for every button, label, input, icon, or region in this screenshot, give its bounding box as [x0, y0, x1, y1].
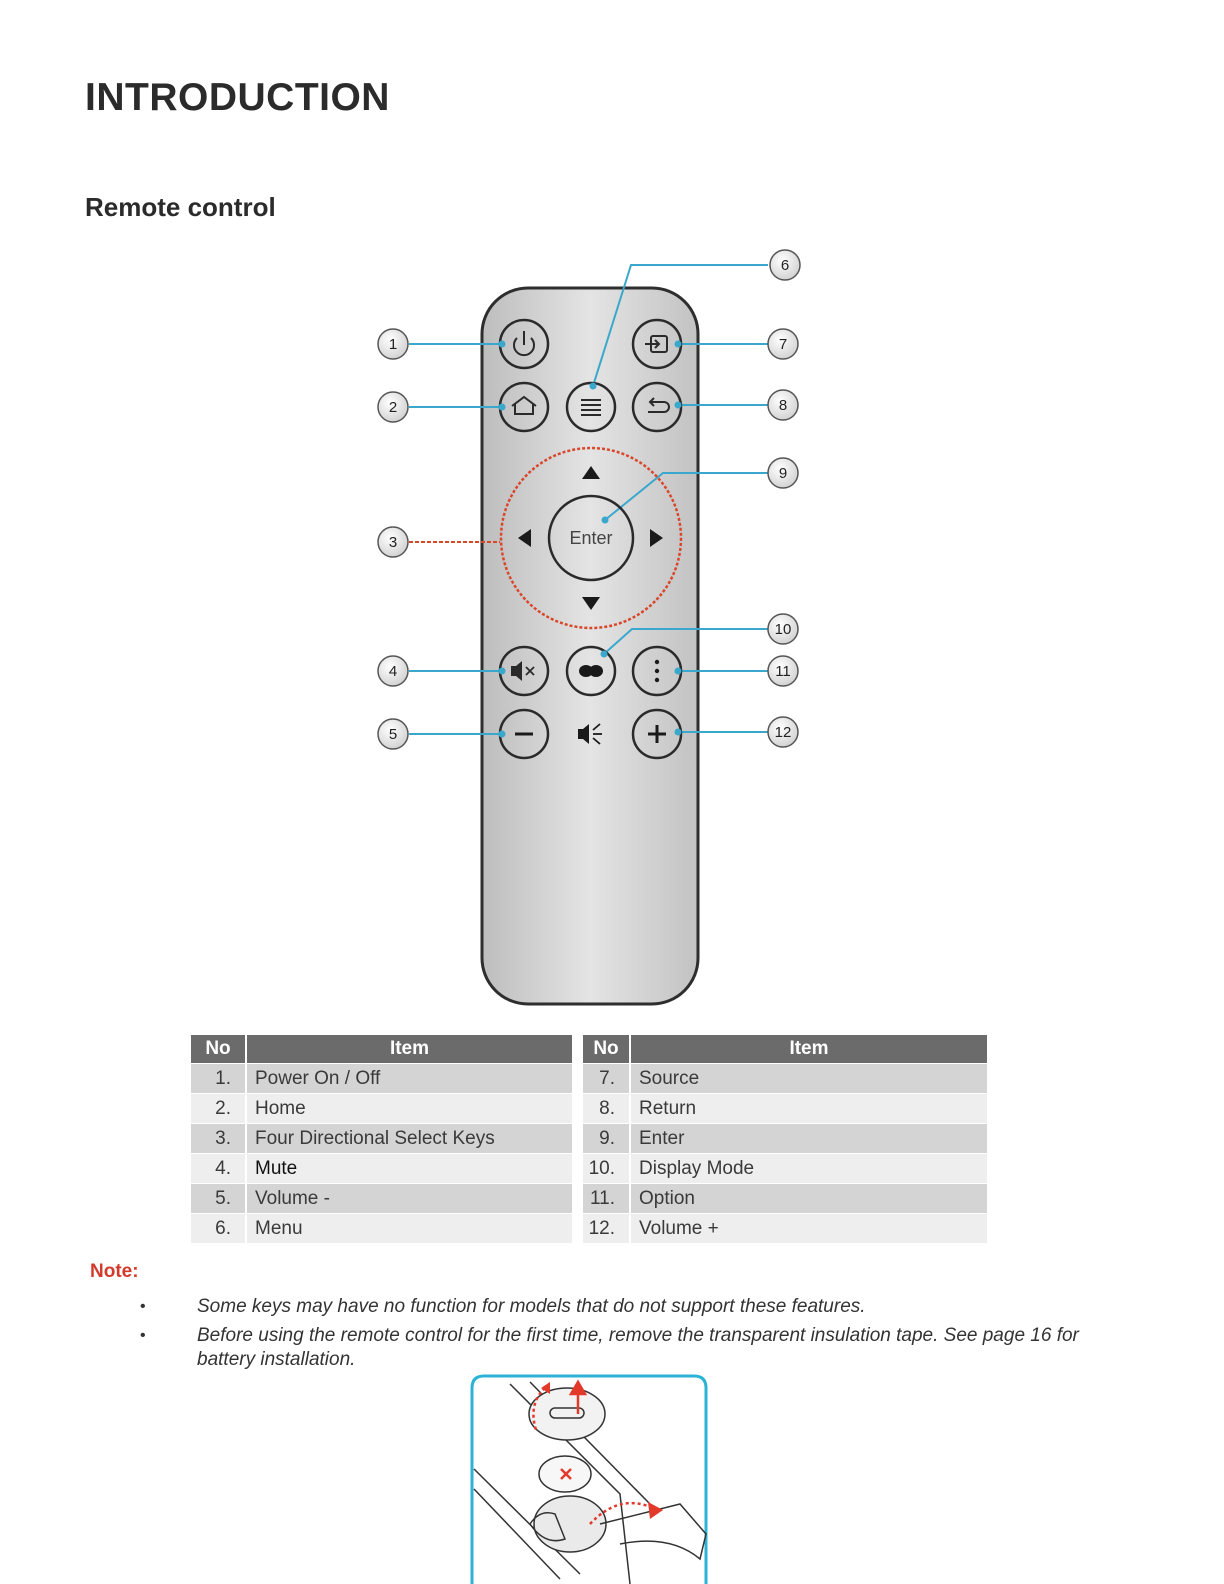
row-no: 11.	[583, 1184, 629, 1213]
svg-text:5: 5	[389, 726, 397, 743]
dpad-highlight-ring	[499, 446, 683, 630]
note-item: Before using the remote control for the …	[197, 1325, 1079, 1370]
row-item: Enter	[629, 1124, 987, 1153]
callout-lines	[409, 264, 768, 735]
table-row: 4.Mute	[191, 1154, 572, 1183]
key-table-left: No Item 1.Power On / Off 2.Home 3.Four D…	[191, 1034, 572, 1244]
home-icon	[511, 395, 537, 415]
callout-11: 11	[767, 655, 799, 687]
svg-text:8: 8	[779, 397, 787, 414]
table-row: 10.Display Mode	[583, 1154, 987, 1183]
enter-label: Enter	[569, 528, 612, 548]
arrow-left-icon	[518, 529, 531, 547]
row-item: Power On / Off	[245, 1064, 572, 1093]
subsection-title: Remote control	[85, 192, 276, 222]
section-title: INTRODUCTION	[85, 76, 390, 119]
callout-10: 10	[767, 613, 799, 645]
callout-5: 5	[377, 718, 409, 750]
plus-icon	[648, 725, 666, 743]
return-button	[631, 381, 683, 433]
display-mode-button	[565, 645, 617, 697]
svg-text:12: 12	[775, 724, 792, 741]
row-no: 8.	[583, 1094, 629, 1123]
svg-text:7: 7	[779, 336, 787, 353]
table-row: 7.Source	[583, 1064, 987, 1093]
row-no: 10.	[583, 1154, 629, 1183]
row-item: Volume -	[245, 1184, 572, 1213]
row-item: Volume +	[629, 1214, 987, 1243]
note-item: Some keys may have no function for model…	[197, 1296, 866, 1317]
row-no: 2.	[191, 1094, 245, 1123]
remote-control-figure: Enter 1 2 3 4	[377, 249, 801, 1006]
enter-button	[547, 494, 635, 582]
callout-1: 1	[377, 328, 409, 360]
source-icon	[645, 335, 668, 353]
return-icon	[648, 397, 670, 413]
volume-up-button	[631, 708, 683, 760]
row-item: Mute	[245, 1154, 572, 1183]
callout-9: 9	[767, 457, 799, 489]
mute-icon	[511, 661, 535, 681]
callout-2: 2	[377, 391, 409, 423]
table-row: 1.Power On / Off	[191, 1064, 572, 1093]
header-no: No	[191, 1035, 245, 1063]
bullet: •	[140, 1298, 146, 1315]
row-no: 6.	[191, 1214, 245, 1243]
row-no: 1.	[191, 1064, 245, 1093]
bullet: •	[140, 1327, 146, 1344]
table-row: 11.Option	[583, 1184, 987, 1213]
row-no: 12.	[583, 1214, 629, 1243]
table-row: 6.Menu	[191, 1214, 572, 1243]
callout-7: 7	[767, 328, 799, 360]
table-row: 12.Volume +	[583, 1214, 987, 1243]
menu-icon	[581, 399, 601, 416]
row-item: Menu	[245, 1214, 572, 1243]
header-item: Item	[629, 1035, 987, 1063]
header-no: No	[583, 1035, 629, 1063]
speaker-icon	[578, 723, 602, 745]
power-icon	[513, 331, 535, 357]
row-no: 9.	[583, 1124, 629, 1153]
arrow-down-icon	[582, 597, 600, 610]
svg-text:4: 4	[389, 663, 397, 680]
table-row: 9.Enter	[583, 1124, 987, 1153]
callout-4: 4	[377, 655, 409, 687]
arrow-up-icon	[582, 466, 600, 479]
row-item: Return	[629, 1094, 987, 1123]
table-row: 3.Four Directional Select Keys	[191, 1124, 572, 1153]
callout-8: 8	[767, 389, 799, 421]
row-no: 5.	[191, 1184, 245, 1213]
header-item: Item	[245, 1035, 572, 1063]
svg-text:3: 3	[389, 534, 397, 551]
row-no: 3.	[191, 1124, 245, 1153]
callout-12: 12	[767, 716, 799, 748]
svg-text:10: 10	[775, 621, 792, 638]
row-item: Home	[245, 1094, 572, 1123]
svg-text:6: 6	[781, 257, 789, 274]
row-item: Option	[629, 1184, 987, 1213]
battery-installation-figure	[470, 1374, 708, 1584]
table-row: 8.Return	[583, 1094, 987, 1123]
row-item: Display Mode	[629, 1154, 987, 1183]
note-label: Note:	[90, 1261, 139, 1282]
menu-button	[565, 381, 617, 433]
row-no: 7.	[583, 1064, 629, 1093]
svg-text:11: 11	[775, 663, 791, 680]
option-icon	[654, 659, 660, 683]
arrow-right-icon	[650, 529, 663, 547]
row-item: Source	[629, 1064, 987, 1093]
key-table-right: No Item 7.Source 8.Return 9.Enter 10.Dis…	[583, 1034, 987, 1244]
svg-text:2: 2	[389, 399, 397, 416]
display-mode-icon	[579, 665, 603, 677]
row-no: 4.	[191, 1154, 245, 1183]
callout-3: 3	[377, 526, 409, 558]
table-row: 2.Home	[191, 1094, 572, 1123]
row-item: Four Directional Select Keys	[245, 1124, 572, 1153]
callout-6: 6	[769, 249, 801, 281]
table-row: 5.Volume -	[191, 1184, 572, 1213]
svg-text:1: 1	[389, 336, 397, 353]
svg-text:9: 9	[779, 465, 787, 482]
